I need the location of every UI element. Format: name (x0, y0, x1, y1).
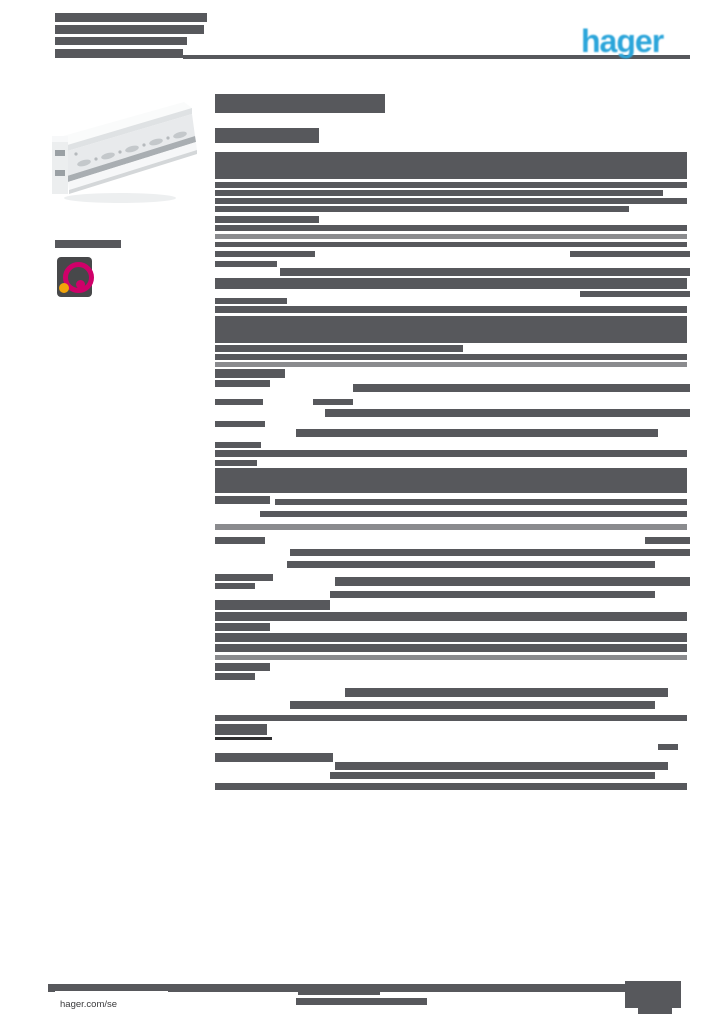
spec-row-label (215, 583, 255, 589)
spec-row-value (345, 688, 668, 697)
magenta-blob-icon (76, 280, 85, 289)
spec-row-label (215, 663, 270, 671)
spec-row-label (215, 380, 270, 387)
spec-row-value (570, 251, 690, 257)
spec-row-value (645, 537, 690, 544)
spec-row-label (215, 460, 257, 466)
spec-row-value (313, 399, 353, 405)
spec-row-label (215, 261, 277, 267)
footer-rule-bar (48, 984, 625, 992)
footnote-underline (215, 737, 272, 740)
footer-site-box: hager.com/se (55, 991, 168, 1018)
spec-row-value (215, 225, 687, 231)
spec-row-value (325, 409, 690, 417)
spec-row-label (215, 496, 270, 504)
spec-row-value (215, 354, 687, 360)
footer-center-line-2 (296, 998, 427, 1005)
spec-row-label (215, 753, 333, 762)
spec-row-label (215, 600, 330, 610)
spec-row-value (215, 362, 687, 367)
spec-row-value (215, 655, 687, 660)
spec-row-label (215, 574, 273, 581)
description-line (215, 190, 663, 196)
spec-row-value (290, 549, 690, 556)
spec-row-value (290, 701, 655, 709)
title-line-1 (215, 94, 385, 113)
certification-icon (57, 257, 94, 297)
description-paragraph-block (215, 152, 687, 179)
header-address-line-1 (55, 13, 207, 22)
spec-row-block (215, 278, 687, 289)
spec-row-block (215, 468, 687, 493)
spec-row-label (215, 537, 265, 544)
description-line (215, 198, 687, 204)
footer-page-number-block (625, 981, 681, 1008)
spec-row-block (215, 316, 687, 343)
spec-row-label (215, 298, 287, 304)
spec-row-value (580, 291, 690, 297)
spec-row-label (215, 673, 255, 680)
spec-row-block (215, 633, 687, 642)
spec-row-value (330, 772, 655, 779)
spec-row-value (330, 591, 655, 598)
spec-row-value (215, 715, 687, 721)
image-caption (55, 240, 121, 248)
spec-row-value (215, 450, 687, 457)
spec-row-label (215, 399, 263, 405)
footnote-label (215, 724, 267, 735)
spec-row-label (215, 442, 261, 448)
spec-row-value (215, 306, 687, 313)
footer-page-number-subblock (638, 1006, 672, 1014)
spec-row-value (215, 345, 463, 352)
magenta-ring-icon (63, 262, 94, 293)
spec-row-value (215, 242, 687, 247)
spec-row-value (287, 561, 655, 568)
description-line (215, 206, 629, 212)
header-address-line-2 (55, 25, 204, 34)
cable-trunking-render (52, 102, 197, 203)
spec-row-value (215, 234, 687, 239)
footnote-mark (658, 744, 678, 750)
yellow-dot-icon (59, 283, 69, 293)
header-address-line-3 (55, 37, 187, 45)
section-label (215, 369, 285, 378)
spec-row-label (215, 251, 315, 257)
spec-row-value (353, 384, 690, 392)
footer-site-url: hager.com/se (60, 999, 118, 1010)
spec-row-value (275, 499, 687, 505)
spec-row-value (335, 577, 690, 586)
hager-logo: hager (581, 23, 664, 59)
spec-row-value (280, 268, 690, 276)
spec-row-label (215, 216, 319, 223)
spec-row-value (296, 429, 658, 437)
spec-row-value (335, 762, 668, 770)
spec-row-value (260, 511, 687, 517)
spec-row-label (215, 623, 270, 631)
spec-row-value (215, 783, 687, 790)
header-rule (183, 55, 690, 59)
spec-row-block (215, 612, 687, 621)
header-address-line-4 (55, 49, 183, 58)
product-image (50, 92, 200, 207)
spec-row-block (215, 644, 687, 652)
spec-row-label (215, 421, 265, 427)
title-line-2 (215, 128, 319, 143)
description-line (215, 182, 687, 188)
spec-row-value (215, 524, 687, 530)
footer-center-line-1 (298, 989, 380, 995)
